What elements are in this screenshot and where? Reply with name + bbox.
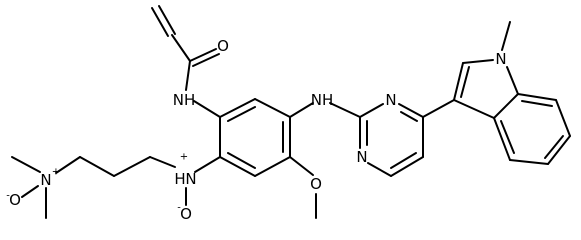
molecule-structure-diagram: O NH NH N N N O + H N O - N + O - (6, 5, 571, 223)
terminal-o-charge-minus: - (6, 191, 10, 202)
indole-benz-4 (509, 159, 549, 165)
ring-to-n-oxide (194, 156, 221, 173)
terminal-n-oxide-bond (21, 185, 39, 198)
chain-bond-1 (149, 156, 176, 168)
pyrimidine-n-left-label: N (356, 148, 367, 166)
n-oxide-h-label: H (174, 170, 185, 188)
ring-bond-5 (219, 156, 256, 177)
vinyl-double-bond-a (151, 7, 169, 37)
pyrimidine-n-top-label: N (385, 91, 396, 109)
indole-n-methyl (501, 21, 511, 51)
ring-inner-double-1 (227, 106, 256, 122)
pyr-bond-1 (359, 103, 384, 118)
indole-benz-1 (517, 93, 557, 101)
n-oxide-charge-plus: + (180, 152, 188, 163)
ring-bond-4 (254, 156, 291, 177)
vinyl-single-bond (171, 34, 191, 62)
pyr-inner-double-3 (390, 152, 417, 169)
ring-bond-1 (219, 98, 256, 118)
terminal-n-charge-plus: + (52, 167, 60, 178)
vinyl-double-bond-b (158, 5, 176, 35)
pyr-bond-2 (398, 103, 424, 118)
n-oxide-nitrogen-label: N (185, 170, 196, 188)
amine-to-pyrimidine-bond (329, 102, 361, 118)
chain-to-terminal-n (55, 156, 81, 174)
methoxy-oxygen-label: O (310, 175, 322, 193)
ring-inner-double-3 (227, 152, 256, 169)
indole-benz-inner-3 (500, 120, 515, 154)
ring-bond-2 (254, 98, 291, 118)
nh-to-ring-bond (193, 100, 221, 118)
carbonyl-oxygen-label: O (217, 37, 229, 55)
carbonyl-double-bond-b (192, 53, 220, 67)
ring-to-amine-bond (289, 102, 314, 118)
indole-n-c7a (506, 66, 519, 95)
indole-benz-5 (493, 117, 511, 161)
amide-nh-label: NH (173, 91, 196, 109)
indole-benz-2 (555, 99, 571, 137)
terminal-oxygen-label: O (9, 191, 21, 209)
ring-to-methoxy-o (289, 156, 314, 176)
indole-c3-c2-double (460, 66, 470, 98)
bonds (11, 5, 571, 219)
indole-c7a-c3a (493, 93, 519, 119)
indole-c3-c2 (453, 62, 464, 101)
chain-bond-2 (113, 156, 151, 177)
terminal-nitrogen-label: N (40, 171, 51, 189)
chain-bond-3 (79, 156, 115, 177)
indole-benz-3 (547, 135, 571, 165)
indole-benz-inner-1 (521, 100, 553, 107)
carbonyl-double-bond-a (189, 48, 217, 62)
n-oxide-charge-minus: - (177, 203, 181, 214)
terminal-n-methyl-1 (11, 156, 41, 173)
indole-benz-inner-2 (544, 135, 564, 159)
pyr-bond-5 (367, 162, 392, 177)
amide-cn-bond (185, 60, 191, 91)
indole-nitrogen-label: N (495, 50, 506, 68)
n-oxide-oxygen-label: O (180, 205, 192, 223)
atom-labels: O NH NH N N N O + H N O - N + O - (6, 37, 506, 223)
pyr-bond-4 (390, 156, 424, 177)
indole-c3a-c3 (453, 99, 495, 119)
pyr-inner-double-2 (400, 111, 418, 122)
pyr-to-indole-bond (422, 99, 455, 118)
amine-nh-label: NH (311, 91, 334, 109)
indole-c2-n (462, 59, 494, 64)
